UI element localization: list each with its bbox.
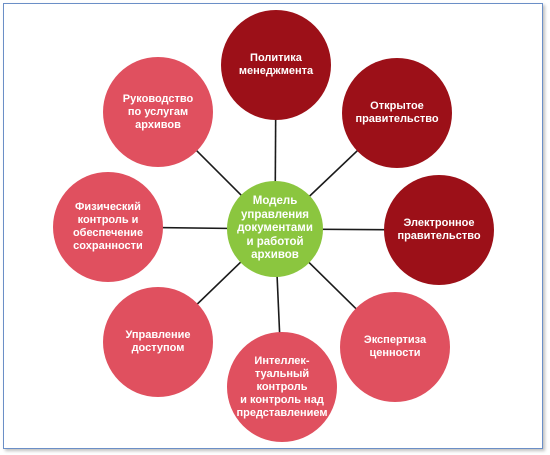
- node-circle-intellectual-control: [227, 332, 337, 442]
- node-circles: [53, 10, 494, 442]
- node-circle-physical-control: [53, 172, 163, 282]
- node-label-value-appraisal: Экспертиза ценности: [363, 334, 427, 359]
- node-circle-access-management: [103, 287, 213, 397]
- node-circle-value-appraisal: [340, 292, 450, 402]
- node-label-physical-control: Физический контроль и обеспечение сохран…: [72, 201, 144, 252]
- node-label-intellectual-control: Интеллек- туальный контроль и контроль н…: [236, 354, 328, 419]
- center-node-circle: [227, 181, 323, 277]
- node-label-open-government: Открытое правительство: [355, 100, 439, 125]
- center-node-label: Модель управления документами и работой …: [237, 195, 313, 262]
- node-label-archive-services: Руководство по услугам архивов: [122, 92, 194, 131]
- node-circle-archive-services: [103, 57, 213, 167]
- node-label-policy: Политика менеджмента: [238, 52, 314, 77]
- node-label-e-government: Электронное правительство: [397, 217, 481, 242]
- node-circle-policy: [221, 10, 331, 120]
- node-circle-e-government: [384, 175, 494, 285]
- node-label-access-management: Управление доступом: [125, 329, 191, 354]
- node-circle-open-government: [342, 58, 452, 168]
